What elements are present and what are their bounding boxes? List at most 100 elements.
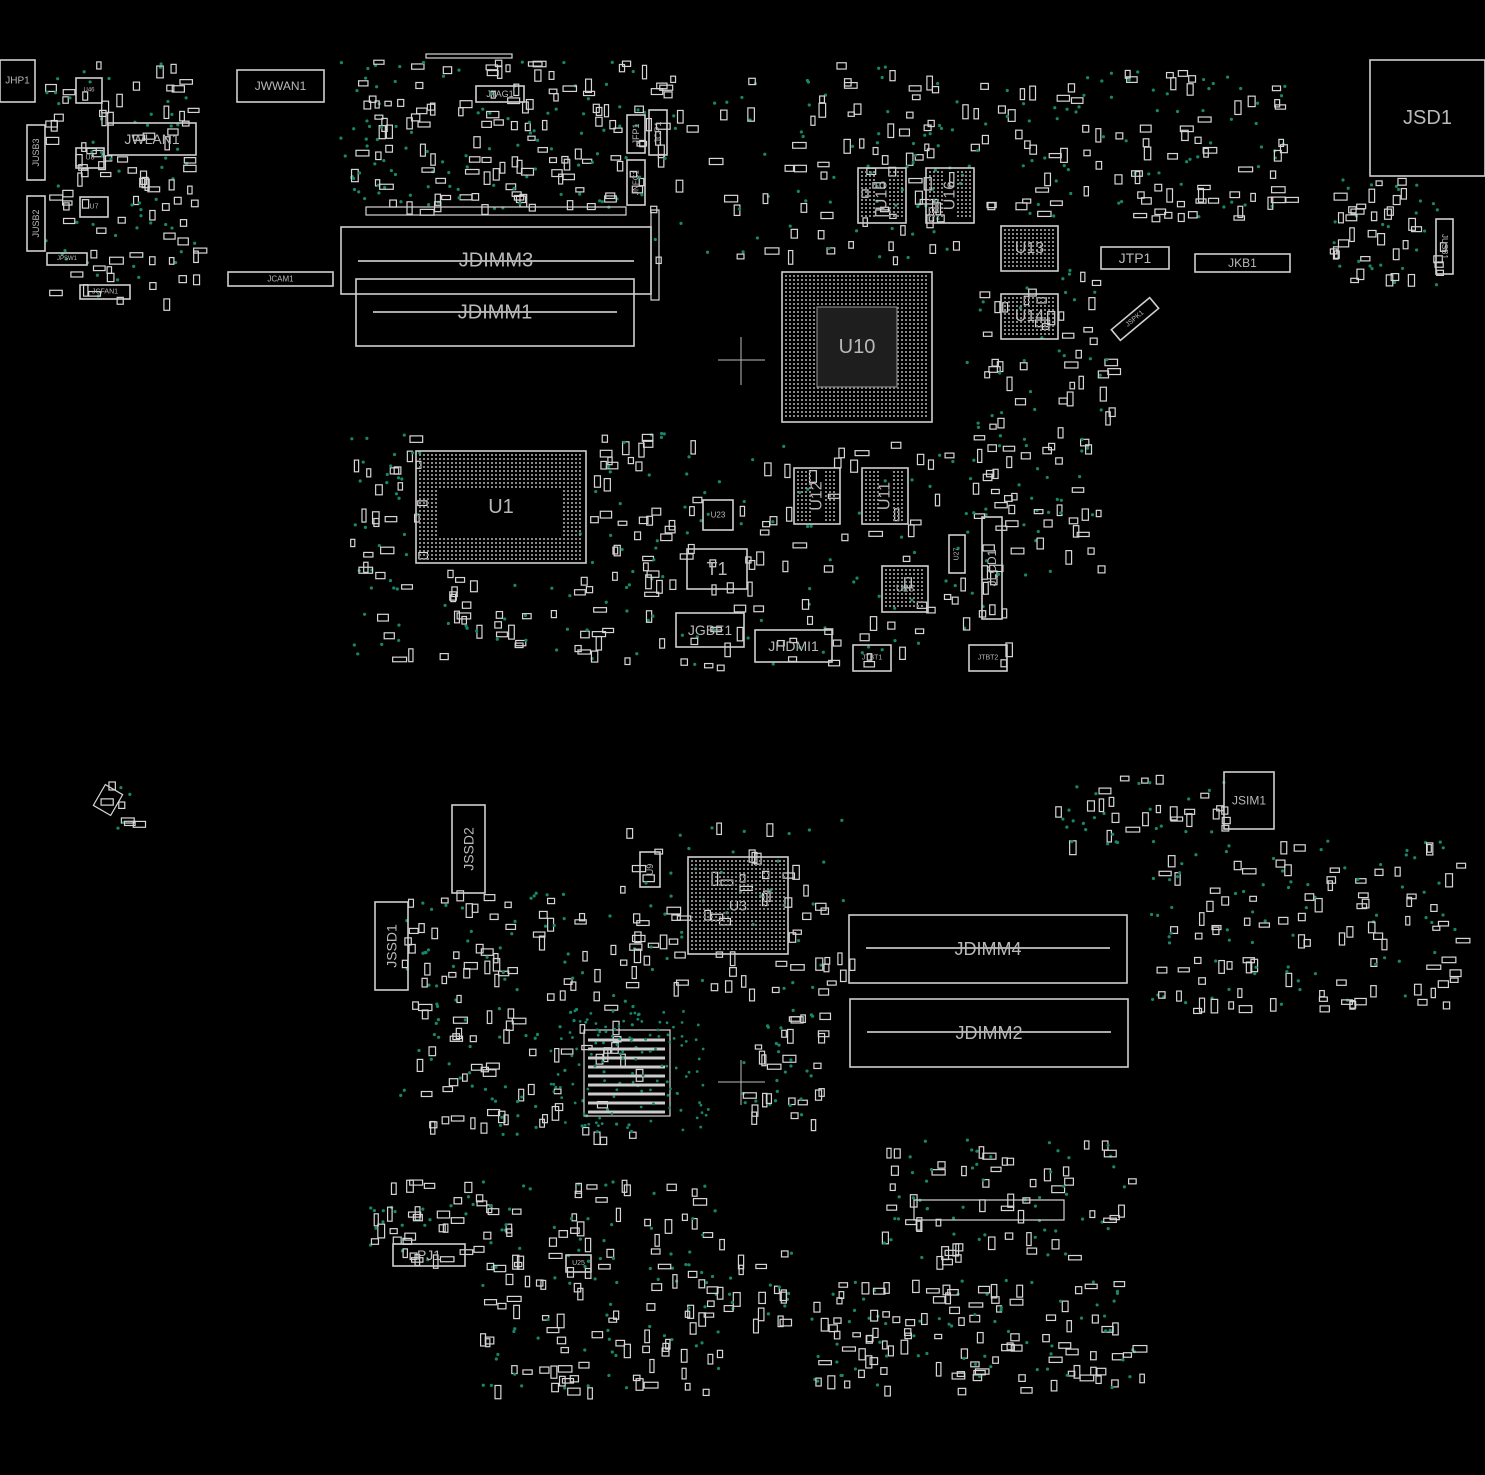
component-label: JSSD2 <box>461 827 477 871</box>
component-u16[interactable]: U16 <box>925 167 975 224</box>
component-u27[interactable]: U27 <box>948 534 966 574</box>
component-label: U28 <box>896 584 915 595</box>
component-label: U46 <box>83 88 95 94</box>
pin-row <box>365 206 627 216</box>
component-label: JHDMI1 <box>768 638 819 654</box>
component-label: JGBE1 <box>688 622 733 638</box>
component-label: JUSB1 <box>1440 234 1449 259</box>
component-jwwan1[interactable]: JWWAN1 <box>236 69 325 103</box>
component-label: JUSB2 <box>31 209 41 237</box>
component-label: U10 <box>839 336 876 358</box>
component-jdimm1[interactable]: JDIMM1 <box>355 278 635 347</box>
component-jcam1[interactable]: JCAM1 <box>227 271 334 287</box>
component-label: U1 <box>488 496 514 518</box>
component-u9[interactable]: U9 <box>639 851 661 888</box>
component-label: JDIMM4 <box>955 939 1022 959</box>
component-label: U25 <box>572 1260 585 1267</box>
component-u28[interactable]: U28 <box>881 565 929 613</box>
component-jssd2[interactable]: JSSD2 <box>451 804 486 894</box>
component-jtbt1[interactable]: JTBT1 <box>852 644 892 672</box>
component-jdimm3[interactable]: JDIMM3 <box>340 226 652 295</box>
component-label: JSD1 <box>1403 107 1452 129</box>
component-u14[interactable]: U14 <box>1000 293 1059 340</box>
component-label: U7 <box>90 204 99 211</box>
component-label: JTBT1 <box>862 655 883 662</box>
pin-row <box>650 209 660 301</box>
component-u7[interactable]: U7 <box>79 196 109 218</box>
component-label: U13 <box>1015 240 1044 257</box>
component-jtag1[interactable]: JTAG1 <box>475 85 525 103</box>
component-label: JKB1 <box>1228 256 1257 270</box>
component-label: U9 <box>645 864 655 876</box>
component-label: U11 <box>877 482 894 510</box>
component-label: U12 <box>809 481 826 510</box>
component-label: PJ1 <box>417 1247 441 1263</box>
gpu-die-area <box>816 306 898 388</box>
component-jlcd1[interactable]: JLCD1 <box>981 516 1003 620</box>
component-jsim1[interactable]: JSIM1 <box>1223 771 1275 830</box>
component-jpsw1[interactable]: JPSW1 <box>46 252 88 266</box>
cpu-die-area <box>438 488 562 536</box>
component-label: JHP1 <box>5 76 30 87</box>
component-label: JPSW1 <box>57 256 78 262</box>
component-label: JTP1 <box>1119 250 1152 266</box>
component-jssd1[interactable]: JSSD1 <box>374 901 409 991</box>
component-u10[interactable]: U10 <box>781 271 933 423</box>
component-jcp1[interactable]: JCP1 <box>648 109 668 156</box>
component-u23[interactable]: U23 <box>702 499 734 531</box>
cpu-socket-pattern <box>549 1009 710 1132</box>
component-label: JDIMM2 <box>956 1023 1023 1043</box>
component-jsd1[interactable]: JSD1 <box>1369 59 1485 177</box>
component-jdimm2[interactable]: JDIMM2 <box>849 998 1129 1068</box>
component-label: JCFAN1 <box>92 289 118 296</box>
component-label: JDIMM1 <box>458 302 532 324</box>
component-jtbt2[interactable]: JTBT2 <box>968 644 1008 672</box>
component-label: JCP1 <box>653 121 663 143</box>
pin-row <box>425 53 513 59</box>
component-label: U23 <box>711 511 726 520</box>
component-label: U16 <box>942 181 959 210</box>
component-label: T1 <box>706 559 727 579</box>
component-label: U3 <box>729 898 747 914</box>
component-label: JSSD1 <box>384 924 400 968</box>
component-u12[interactable]: U12 <box>793 467 841 525</box>
component-jnfc1[interactable]: JNFC1 <box>626 159 646 206</box>
component-jcfan1[interactable]: JCFAN1 <box>79 284 131 300</box>
component-label: JNFC1 <box>632 170 641 195</box>
component-label: U14 <box>1015 308 1044 325</box>
component-label: JUSB3 <box>31 138 41 166</box>
component-jhdmi1[interactable]: JHDMI1 <box>754 629 833 663</box>
component-jusb2[interactable]: JUSB2 <box>26 195 46 252</box>
small-part <box>92 783 124 817</box>
component-jgbe1[interactable]: JGBE1 <box>675 612 745 648</box>
component-label: JCAM1 <box>267 275 294 284</box>
component-u46[interactable]: U46 <box>75 77 103 104</box>
component-label: U8 <box>86 155 95 162</box>
component-u1[interactable]: U1 <box>415 450 587 564</box>
component-jusb3[interactable]: JUSB3 <box>26 124 46 181</box>
component-u8[interactable]: U8 <box>75 147 105 169</box>
component-u13[interactable]: U13 <box>1000 225 1059 272</box>
component-label: JTBT2 <box>978 655 999 662</box>
component-jtp1[interactable]: JTP1 <box>1100 246 1170 270</box>
component-jusb1[interactable]: JUSB1 <box>1435 218 1454 275</box>
component-u15[interactable]: U15 <box>857 167 907 224</box>
component-label: JFP1 <box>631 123 641 144</box>
component-jfp1[interactable]: JFP1 <box>626 114 646 154</box>
component-jwlan1[interactable]: JWLAN1 <box>107 122 197 156</box>
component-label: JSPK1 <box>1125 309 1146 328</box>
component-label: JDIMM3 <box>459 250 533 272</box>
component-jhp1[interactable]: JHP1 <box>0 59 36 103</box>
component-pj1[interactable]: PJ1 <box>392 1243 466 1267</box>
component-jkb1[interactable]: JKB1 <box>1194 253 1291 273</box>
component-u3[interactable]: U3 <box>687 856 789 955</box>
component-label: JLCD1 <box>985 549 999 586</box>
component-jspk1[interactable]: JSPK1 <box>1110 296 1160 342</box>
component-t1[interactable]: T1 <box>686 548 748 590</box>
component-label: JSIM1 <box>1232 794 1266 808</box>
component-jdimm4[interactable]: JDIMM4 <box>848 914 1128 984</box>
component-u11[interactable]: U11 <box>861 467 909 525</box>
component-u25[interactable]: U25 <box>565 1254 592 1273</box>
